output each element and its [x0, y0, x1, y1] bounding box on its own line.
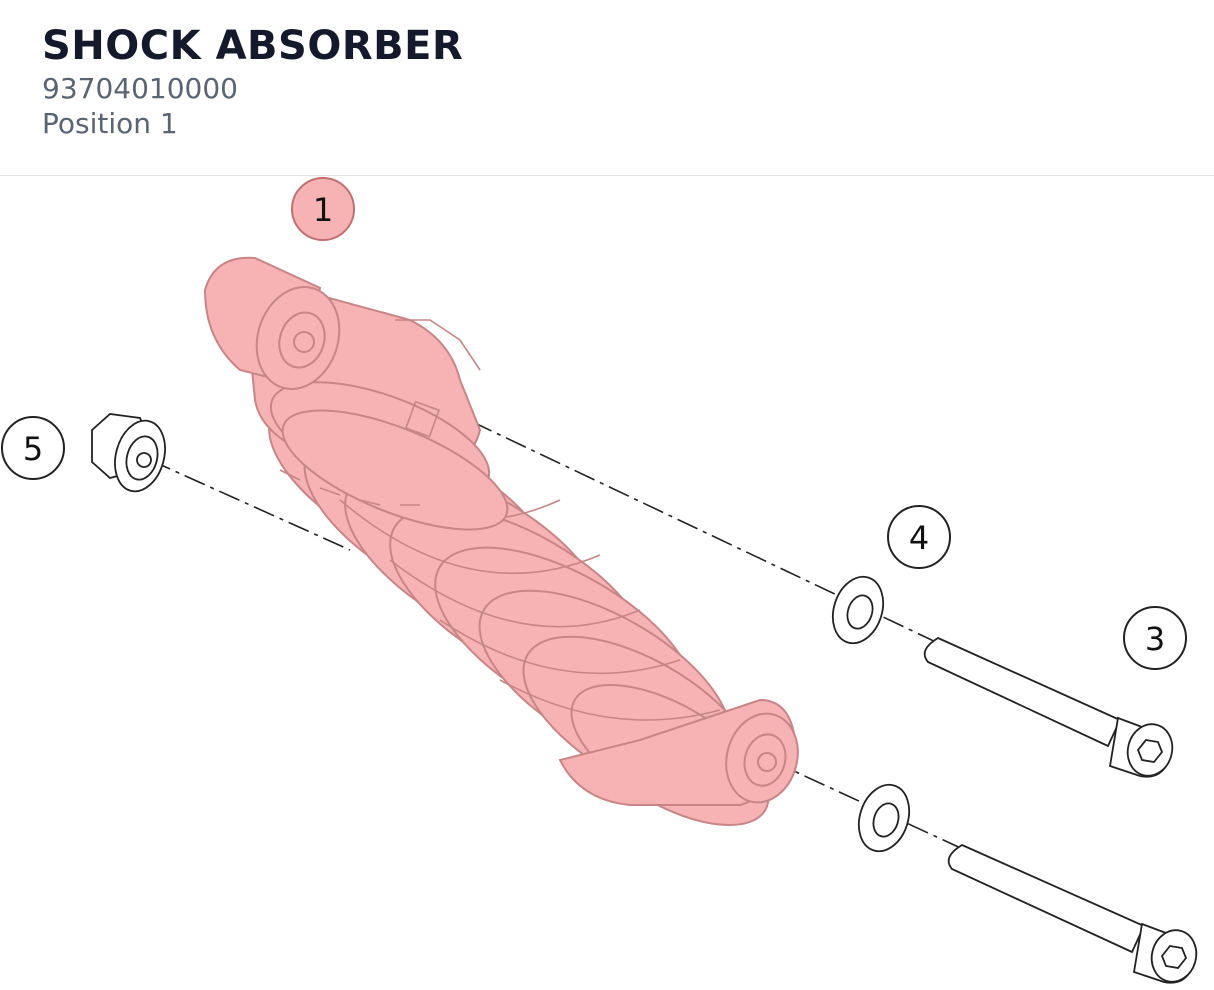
part-number: 93704010000 [42, 72, 238, 105]
part-title: SHOCK ABSORBER [42, 23, 464, 69]
callout-1[interactable]: 1 [291, 177, 355, 241]
part-position: Position 1 [42, 107, 178, 140]
callout-4[interactable]: 4 [887, 505, 951, 569]
bolt-part-lower[interactable] [947, 843, 1202, 987]
washer-part-upper[interactable] [825, 570, 892, 650]
exploded-diagram: 1 5 4 3 [0, 176, 1214, 990]
callout-3-label: 3 [1145, 620, 1165, 658]
callout-1-label: 1 [313, 191, 333, 229]
callout-5[interactable]: 5 [1, 416, 65, 480]
nut-part[interactable] [91, 413, 172, 497]
callout-4-label: 4 [909, 519, 929, 557]
washer-part-lower[interactable] [851, 778, 918, 858]
callout-3[interactable]: 3 [1123, 606, 1187, 670]
callout-5-label: 5 [23, 430, 43, 468]
page-header: SHOCK ABSORBER 93704010000 Position 1 [0, 0, 1214, 176]
bolt-part-upper[interactable] [923, 636, 1178, 781]
shock-absorber-part[interactable] [203, 256, 807, 854]
